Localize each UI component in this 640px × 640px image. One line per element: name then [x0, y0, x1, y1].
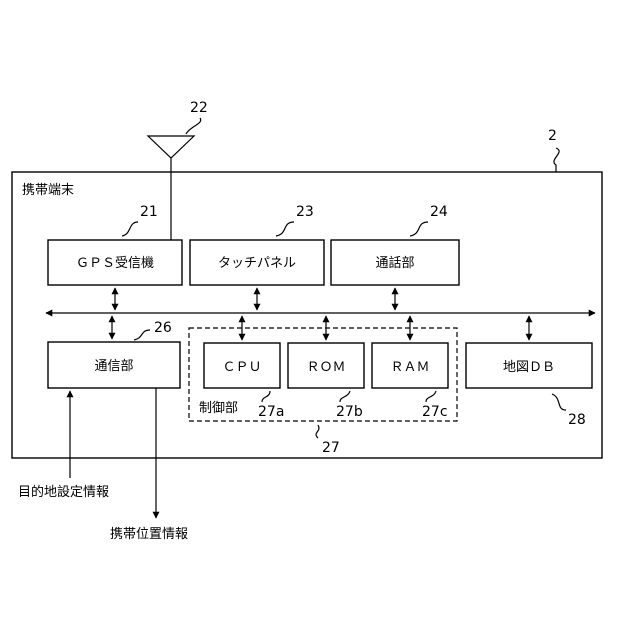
call-unit-label: 通話部 [375, 255, 414, 271]
device-ref: 2 [548, 128, 557, 144]
destination-info-label: 目的地設定情報 [18, 484, 109, 500]
map-db-ref: 28 [568, 412, 586, 428]
comm-unit-label: 通信部 [94, 359, 133, 374]
antenna-ref-leader [186, 118, 201, 134]
position-info-label: 携帯位置情報 [110, 526, 188, 542]
map-db-label: 地図ＤＢ [503, 360, 555, 375]
antenna-ref: 22 [190, 100, 208, 116]
touch-panel-ref: 23 [296, 204, 314, 220]
device-ref-leader [554, 148, 559, 172]
device-title: 携帯端末 [22, 182, 74, 198]
comm-unit-ref: 26 [154, 320, 172, 336]
call-unit-ref: 24 [430, 204, 448, 220]
touch-panel-label: タッチパネル [218, 256, 296, 271]
cpu-label: ＣＰＵ [222, 360, 261, 375]
ram-label: ＲＡＭ [390, 360, 429, 375]
cpu-ref: 27a [258, 404, 284, 420]
rom-ref: 27b [336, 404, 363, 420]
control-unit-ref: 27 [322, 440, 340, 456]
control-unit-label: 制御部 [199, 401, 238, 416]
gps-receiver-label: ＧＰＳ受信機 [76, 256, 154, 271]
ram-ref: 27c [422, 404, 448, 420]
rom-label: ＲＯＭ [306, 360, 345, 375]
gps-receiver-ref: 21 [140, 204, 158, 220]
